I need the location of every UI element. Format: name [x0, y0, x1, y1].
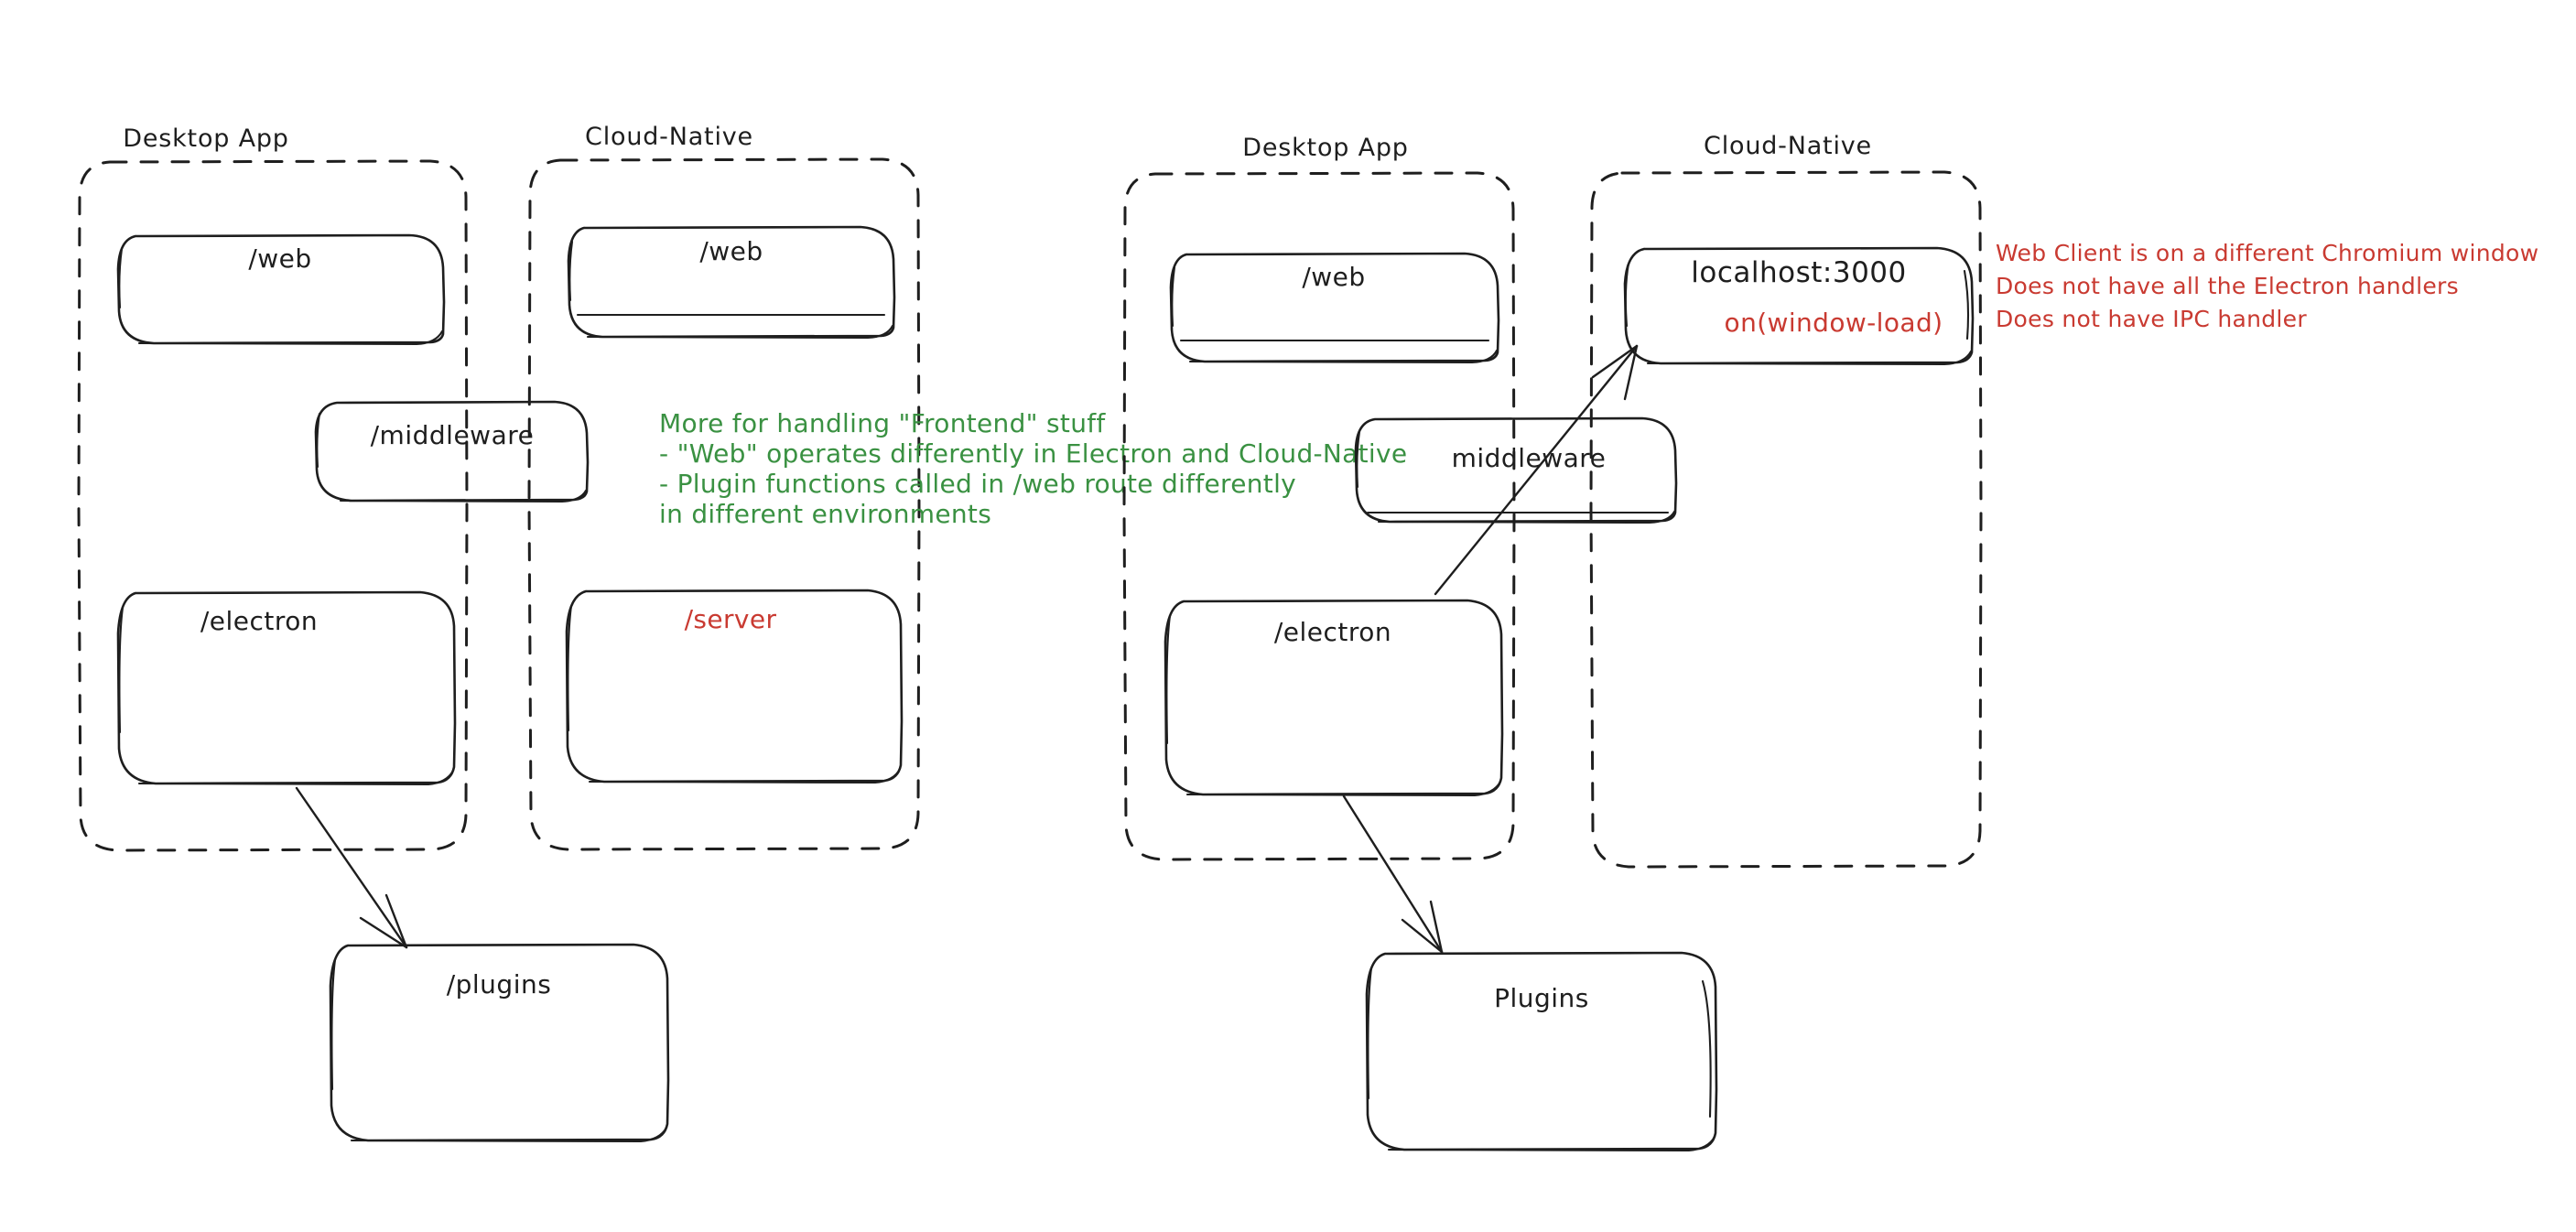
annotation-web-client-note: Web Client is on a different Chromium wi… [1996, 240, 2538, 332]
node-label: Plugins [1494, 983, 1589, 1013]
node-hit-area[interactable] [568, 227, 894, 338]
node-label: localhost:3000 [1691, 256, 1907, 289]
arrow-right-electron-to-localhost [1434, 344, 1639, 596]
node-hit-area[interactable] [1171, 254, 1499, 362]
node-hit-area[interactable] [1367, 953, 1716, 1151]
node-label: /web [1302, 262, 1365, 292]
node-label: /web [248, 243, 311, 274]
node-label: middleware [1452, 443, 1607, 473]
node-hit-area[interactable] [330, 945, 668, 1141]
annotation-line-1: Web Client is on a different Chromium wi… [1996, 240, 2538, 266]
group-container-left-desktop-app[interactable] [77, 159, 469, 852]
node-right-desktop-web[interactable]: /web [1169, 252, 1500, 364]
node-left-cloud-web[interactable]: /web [567, 225, 896, 340]
group-label-left-desktop-app: Desktop App [123, 124, 288, 153]
node-right-plugins[interactable]: Plugins [1365, 951, 1718, 1152]
group-label-text: Cloud-Native [1704, 132, 1872, 160]
annotation-frontend-note: More for handling "Frontend" stuff - "We… [659, 408, 1407, 529]
node-hit-area[interactable] [316, 402, 588, 503]
annotation-line-3: - Plugin functions called in /web route … [659, 469, 1296, 499]
node-left-plugins[interactable]: /plugins [329, 943, 670, 1143]
node-label: /web [699, 236, 763, 266]
node-hit-area[interactable] [1356, 418, 1676, 523]
node-hit-area[interactable] [1165, 600, 1502, 794]
node-hit-area[interactable] [118, 592, 455, 784]
node-sublabel: on(window-load) [1725, 308, 1943, 338]
node-label: /electron [1274, 617, 1391, 647]
node-right-localhost[interactable]: localhost:3000 on(window-load) [1623, 246, 1975, 366]
node-hit-area[interactable] [567, 590, 902, 782]
annotation-line-2: - "Web" operates differently in Electron… [659, 438, 1407, 469]
group-container-right-cloud-native[interactable] [1589, 170, 1983, 869]
group-container-left-cloud-native[interactable] [527, 157, 921, 851]
annotation-line-2: Does not have all the Electron handlers [1996, 273, 2459, 299]
node-label: /plugins [447, 969, 552, 1000]
annotation-line-4: in different environments [659, 499, 991, 529]
group-label-text: Desktop App [1242, 134, 1408, 162]
node-label: /electron [200, 606, 318, 636]
group-label-text: Cloud-Native [585, 123, 753, 151]
node-hit-area[interactable] [118, 235, 444, 345]
node-left-electron[interactable]: /electron [116, 590, 457, 786]
node-left-server[interactable]: /server [565, 589, 904, 784]
node-left-desktop-web[interactable]: /web [116, 233, 446, 346]
arrow-right-electron-to-plugins [1342, 794, 1444, 954]
arrow-left-electron-to-plugins [295, 786, 408, 949]
node-left-middleware[interactable]: /middleware [314, 400, 590, 503]
annotation-line-1: More for handling "Frontend" stuff [659, 408, 1106, 438]
annotation-line-3: Does not have IPC handler [1996, 306, 2307, 332]
group-label-left-cloud-native: Cloud-Native [585, 123, 753, 151]
node-label: /server [685, 604, 777, 634]
group-label-right-cloud-native: Cloud-Native [1704, 132, 1872, 160]
group-label-right-desktop-app: Desktop App [1242, 134, 1408, 162]
group-label-text: Desktop App [123, 124, 288, 153]
node-right-electron[interactable]: /electron [1164, 599, 1504, 797]
node-hit-area[interactable] [1625, 248, 1973, 364]
node-label: /middleware [371, 420, 535, 450]
node-right-middleware[interactable]: middleware [1354, 416, 1678, 524]
